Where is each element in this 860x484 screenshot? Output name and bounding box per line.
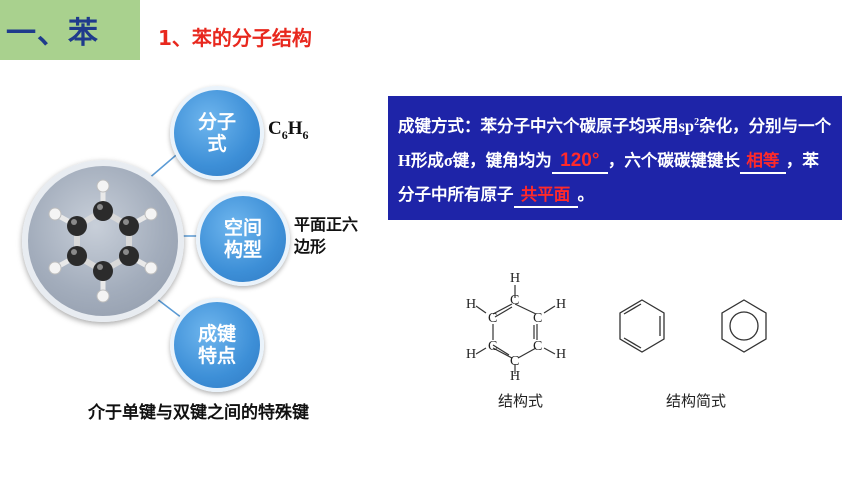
info-part1: 成键方式：苯分子中六个碳原子均采用sp bbox=[398, 116, 695, 136]
blank-bond-length: 相等 bbox=[739, 150, 786, 174]
hydrogen-atom-label: H bbox=[510, 369, 520, 380]
benzene-ball-stick-icon bbox=[48, 179, 158, 303]
formula-bubble: 分子式 bbox=[170, 86, 264, 180]
bond-bubble-label: 成键特点 bbox=[197, 323, 236, 367]
molecular-formula: C6H6 bbox=[268, 118, 309, 143]
blank-coplanar: 共平面 bbox=[513, 184, 578, 208]
benzene-structures: H C C C C C C H H H H H bbox=[466, 271, 767, 380]
shape-bubble: 空间构型 bbox=[196, 192, 290, 286]
carbon-atom-label: C bbox=[488, 339, 497, 354]
caption-structural-formula: 结构式 bbox=[498, 392, 544, 410]
formula-bubble-label: 分子式 bbox=[197, 111, 236, 155]
bond-bubble: 成键特点 bbox=[170, 298, 264, 392]
page-title: 1、苯的分子结构 bbox=[158, 26, 312, 50]
hydrogen-atom-label: H bbox=[466, 347, 476, 362]
info-part4: ，苯分子中所有原子 bbox=[398, 150, 819, 204]
hydrogen-atom-label: H bbox=[556, 347, 566, 362]
carbon-atom-label: C bbox=[533, 311, 542, 326]
info-part5: 。 bbox=[577, 184, 595, 204]
hydrogen-atom-label: H bbox=[510, 271, 520, 286]
hydrogen-atom-label: H bbox=[556, 297, 566, 312]
blank-bond-angle: 120° bbox=[551, 150, 608, 174]
info-part2: 杂化，分别与一个H形成σ键，键角均为 bbox=[398, 116, 832, 170]
formula-c-count: 6 bbox=[281, 127, 288, 142]
kekule-structure bbox=[619, 299, 665, 353]
formula-h: H bbox=[287, 118, 303, 139]
shape-value: 平面正六边形 bbox=[294, 215, 359, 256]
formula-c: C bbox=[268, 118, 282, 139]
hydrogen-atom-label: H bbox=[466, 297, 476, 312]
carbon-atom-label: C bbox=[510, 293, 519, 308]
aromatic-ring-structure bbox=[721, 299, 767, 353]
bond-feature-value: 介于单键与双键之间的特殊键 bbox=[88, 403, 309, 423]
formula-h-count: 6 bbox=[302, 127, 309, 142]
section-tab: 一、苯 bbox=[0, 0, 140, 60]
info-part3: ，六个碳碳键键长 bbox=[607, 150, 740, 170]
section-label: 一、苯 bbox=[6, 16, 99, 51]
carbon-atom-label: C bbox=[510, 354, 519, 369]
shape-bubble-label: 空间构型 bbox=[223, 217, 262, 261]
structural-formula: H C C C C C C H H H H H bbox=[466, 271, 566, 380]
carbon-atom-label: C bbox=[533, 339, 542, 354]
info-sup: 2 bbox=[694, 117, 700, 128]
carbon-atom-label: C bbox=[488, 311, 497, 326]
caption-simplified-formula: 结构简式 bbox=[666, 392, 727, 410]
benzene-model-image bbox=[22, 160, 184, 322]
